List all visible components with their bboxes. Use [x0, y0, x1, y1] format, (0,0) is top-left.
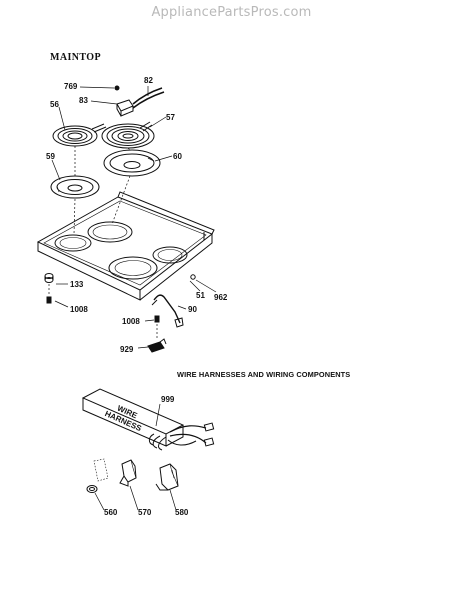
callout-83: 83	[79, 96, 88, 105]
callout-570: 570	[138, 508, 152, 517]
washer-133-drawing	[44, 273, 54, 283]
terminal-560-drawing	[86, 458, 109, 493]
screw-1008-lower-drawing	[154, 315, 160, 323]
connector-570-drawing	[119, 459, 137, 487]
maintop-section-title: MAINTOP	[50, 52, 101, 63]
cooktop-opening-front-right	[152, 246, 188, 264]
callout-60: 60	[173, 152, 182, 161]
callout-769: 769	[64, 82, 78, 91]
callout-133: 133	[70, 280, 84, 289]
surface-element-small-drawing	[52, 123, 107, 147]
wiring-section-title: WIRE HARNESSES AND WIRING COMPONENTS	[177, 370, 351, 379]
callout-1008-lower: 1008	[122, 317, 140, 326]
bracket-90-drawing	[151, 294, 184, 328]
callout-59: 59	[46, 152, 55, 161]
callout-1008-left: 1008	[70, 305, 88, 314]
leader-line-999	[155, 403, 161, 427]
callout-56: 56	[50, 100, 59, 109]
cooktop-opening-front-left	[108, 256, 158, 280]
surface-element-large-drawing	[101, 121, 155, 149]
screw-769-drawing	[114, 85, 120, 91]
screw-1008-left-drawing	[46, 296, 52, 304]
callout-929: 929	[120, 345, 134, 354]
part-callouts: 769 82 83 56 57 59 60 133 1008 51 962 90…	[46, 76, 228, 517]
drip-pan-large-drawing	[103, 149, 161, 177]
callout-560: 560	[104, 508, 118, 517]
clip-962-drawing	[190, 274, 196, 280]
callout-999: 999	[161, 395, 175, 404]
terminal-block-929-drawing	[147, 338, 167, 353]
leader-lines-maintop	[48, 86, 217, 349]
callout-90: 90	[188, 305, 197, 314]
receptacle-block-drawing	[116, 87, 165, 117]
cooktop-opening-rear-left	[54, 234, 92, 252]
cooktop-maintop-drawing	[36, 191, 215, 301]
connector-580-drawing	[155, 463, 179, 491]
drip-pan-small-drawing	[50, 175, 100, 199]
callout-51: 51	[196, 291, 205, 300]
callout-580: 580	[175, 508, 189, 517]
cooktop-opening-rear-right	[87, 221, 133, 243]
callout-962: 962	[214, 293, 228, 302]
watermark-text: AppliancePartsPros.com	[151, 5, 312, 20]
callout-82: 82	[144, 76, 153, 85]
wire-harness-box-drawing	[81, 388, 215, 451]
leader-lines-wiring	[94, 485, 177, 511]
callout-57: 57	[166, 113, 175, 122]
